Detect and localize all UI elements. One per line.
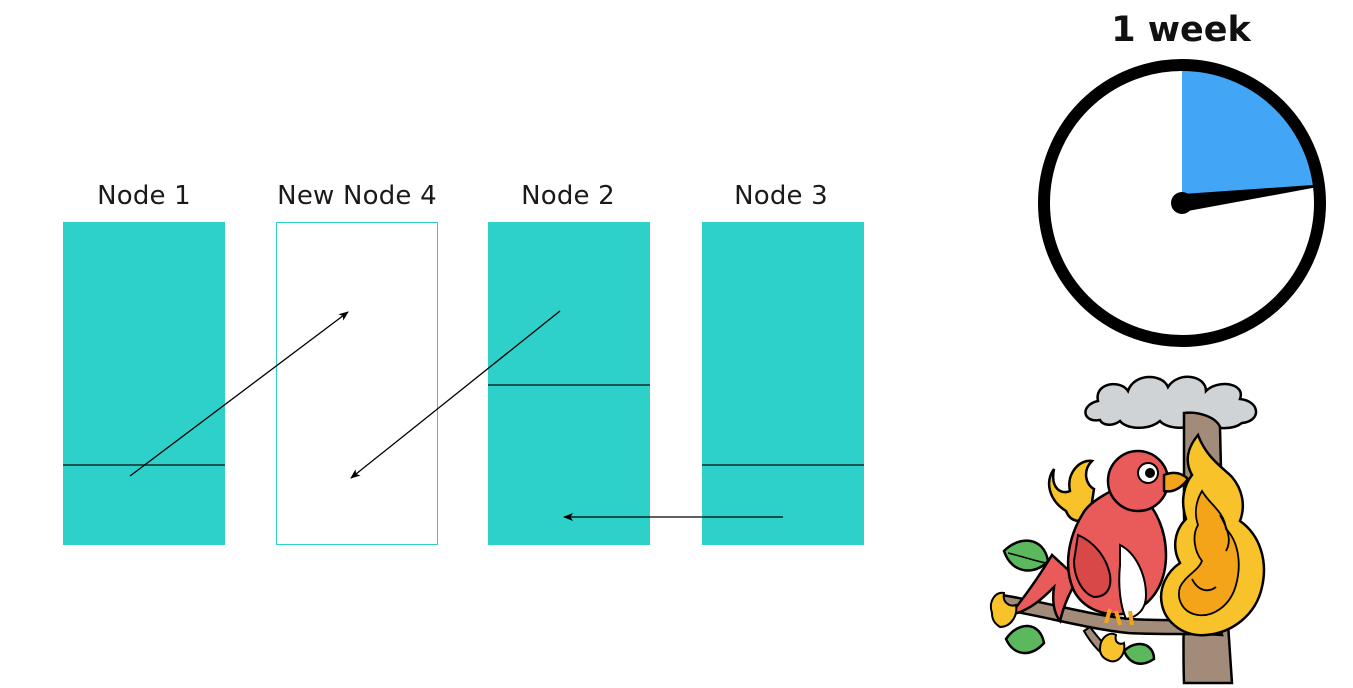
node-divider bbox=[63, 464, 225, 467]
period-label: 1 week bbox=[1111, 10, 1251, 50]
timer-progress-wedge bbox=[1182, 68, 1316, 203]
node-label-new-4: New Node 4 bbox=[277, 181, 437, 211]
smoke-cloud-icon bbox=[1084, 375, 1258, 430]
leaf-icon bbox=[1122, 642, 1156, 665]
bird-body-icon bbox=[1066, 487, 1168, 621]
flame-icon bbox=[990, 591, 1018, 629]
node-divider bbox=[702, 464, 864, 467]
node-label-1: Node 1 bbox=[97, 181, 191, 211]
bird-head-icon bbox=[1106, 449, 1190, 513]
node-divider bbox=[488, 383, 650, 386]
bird-on-burning-tree-illustration bbox=[990, 375, 1266, 685]
timer-hub bbox=[1171, 192, 1193, 214]
leaf-icon bbox=[1002, 539, 1050, 572]
flame-icon bbox=[1159, 432, 1266, 637]
bird-feet-icon bbox=[1104, 608, 1134, 626]
bird-tail-icon bbox=[1006, 553, 1080, 624]
node-box-new-4 bbox=[276, 222, 438, 545]
flame-icon bbox=[1098, 632, 1126, 663]
node-box-1 bbox=[63, 222, 225, 545]
node-box-3 bbox=[702, 222, 864, 545]
node-label-2: Node 2 bbox=[521, 181, 615, 211]
timer-ring bbox=[1038, 59, 1326, 347]
node-box-2 bbox=[488, 222, 650, 545]
timer-hand bbox=[1180, 185, 1314, 212]
node-label-3: Node 3 bbox=[734, 181, 828, 211]
timer-clock-icon bbox=[1038, 59, 1326, 347]
leaf-icon bbox=[1004, 624, 1046, 655]
